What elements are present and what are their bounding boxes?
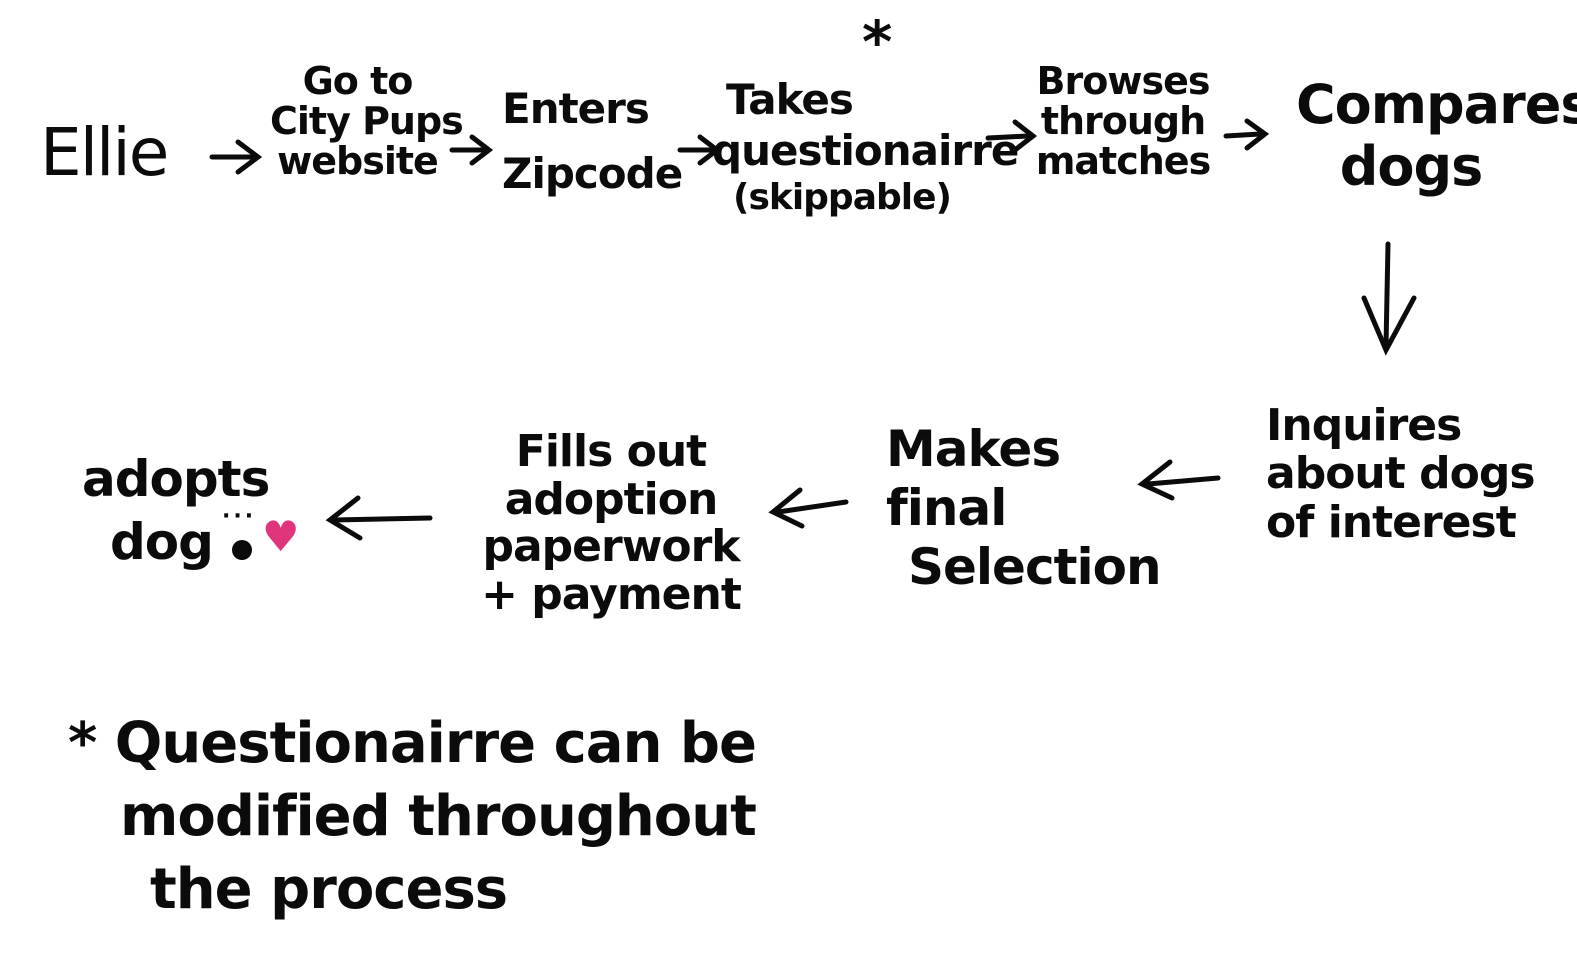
step-line: through xyxy=(1040,98,1206,143)
step-line: questionairre xyxy=(712,126,1019,176)
asterisk-marker: * xyxy=(862,8,893,76)
heart-icon: ♥ xyxy=(262,512,300,561)
footnote-line: * Questionairre can be xyxy=(68,708,757,781)
step-inquires: Inquires about dogs of interest xyxy=(1266,400,1536,548)
step-line: adopts xyxy=(82,450,270,508)
arrow-down xyxy=(1361,241,1417,356)
step-line: Selection xyxy=(908,538,1162,596)
step-line: final xyxy=(886,479,1007,537)
step-fills-out-paperwork: Fills out adoption paperwork + payment xyxy=(456,428,766,618)
step-enters-zipcode: Enters Zipcode xyxy=(502,76,683,206)
arrow-left xyxy=(325,495,433,541)
step-line: paperwork xyxy=(482,521,740,573)
step-adopts-dog: adopts dog xyxy=(82,448,270,573)
step-line: website xyxy=(277,138,439,183)
step-makes-final-selection: Makes final Selection xyxy=(886,420,1162,597)
step-line: Fills out xyxy=(515,426,707,477)
step-line: Inquires xyxy=(1266,400,1462,451)
arrow-left xyxy=(768,487,849,529)
step-line: of interest xyxy=(1266,496,1517,548)
step-line: (skippable) xyxy=(733,177,952,219)
footnote-line: the process xyxy=(150,856,508,922)
step-line: Enters xyxy=(502,84,650,133)
step-go-to-website: Go to City Pups website xyxy=(270,59,464,183)
step-takes-questionnaire: Takes questionairre (skippable) xyxy=(712,74,1019,220)
arrow-right xyxy=(209,139,263,175)
step-browses-matches: Browses through matches xyxy=(1028,59,1218,183)
dog-nose-icon xyxy=(232,540,252,560)
step-line: adoption xyxy=(504,473,719,525)
footnote-text: Questionairre can be xyxy=(114,711,757,776)
step-line: dogs xyxy=(1339,135,1484,199)
dog-ears-dots: ··· xyxy=(222,504,257,529)
step-line: Go to xyxy=(302,59,414,103)
step-compares-dogs: Compares dogs xyxy=(1296,73,1577,199)
arrow-right xyxy=(1223,118,1270,151)
step-line: dog xyxy=(110,512,214,571)
footnote-asterisk: * xyxy=(68,711,97,776)
step-line: Makes xyxy=(886,420,1061,478)
footnote-line: modified throughout xyxy=(120,783,757,849)
step-line: Zipcode xyxy=(502,149,683,199)
footnote: * Questionairre can be modified througho… xyxy=(68,708,757,926)
step-line: + payment xyxy=(481,568,742,620)
step-line: Compares xyxy=(1296,73,1577,136)
step-line: matches xyxy=(1035,138,1211,183)
actor-ellie: Ellie xyxy=(40,114,169,191)
step-line: about dogs xyxy=(1266,448,1536,500)
step-line: Browses xyxy=(1036,59,1211,103)
step-line: City Pups xyxy=(270,98,464,143)
step-line: Takes xyxy=(726,75,854,124)
